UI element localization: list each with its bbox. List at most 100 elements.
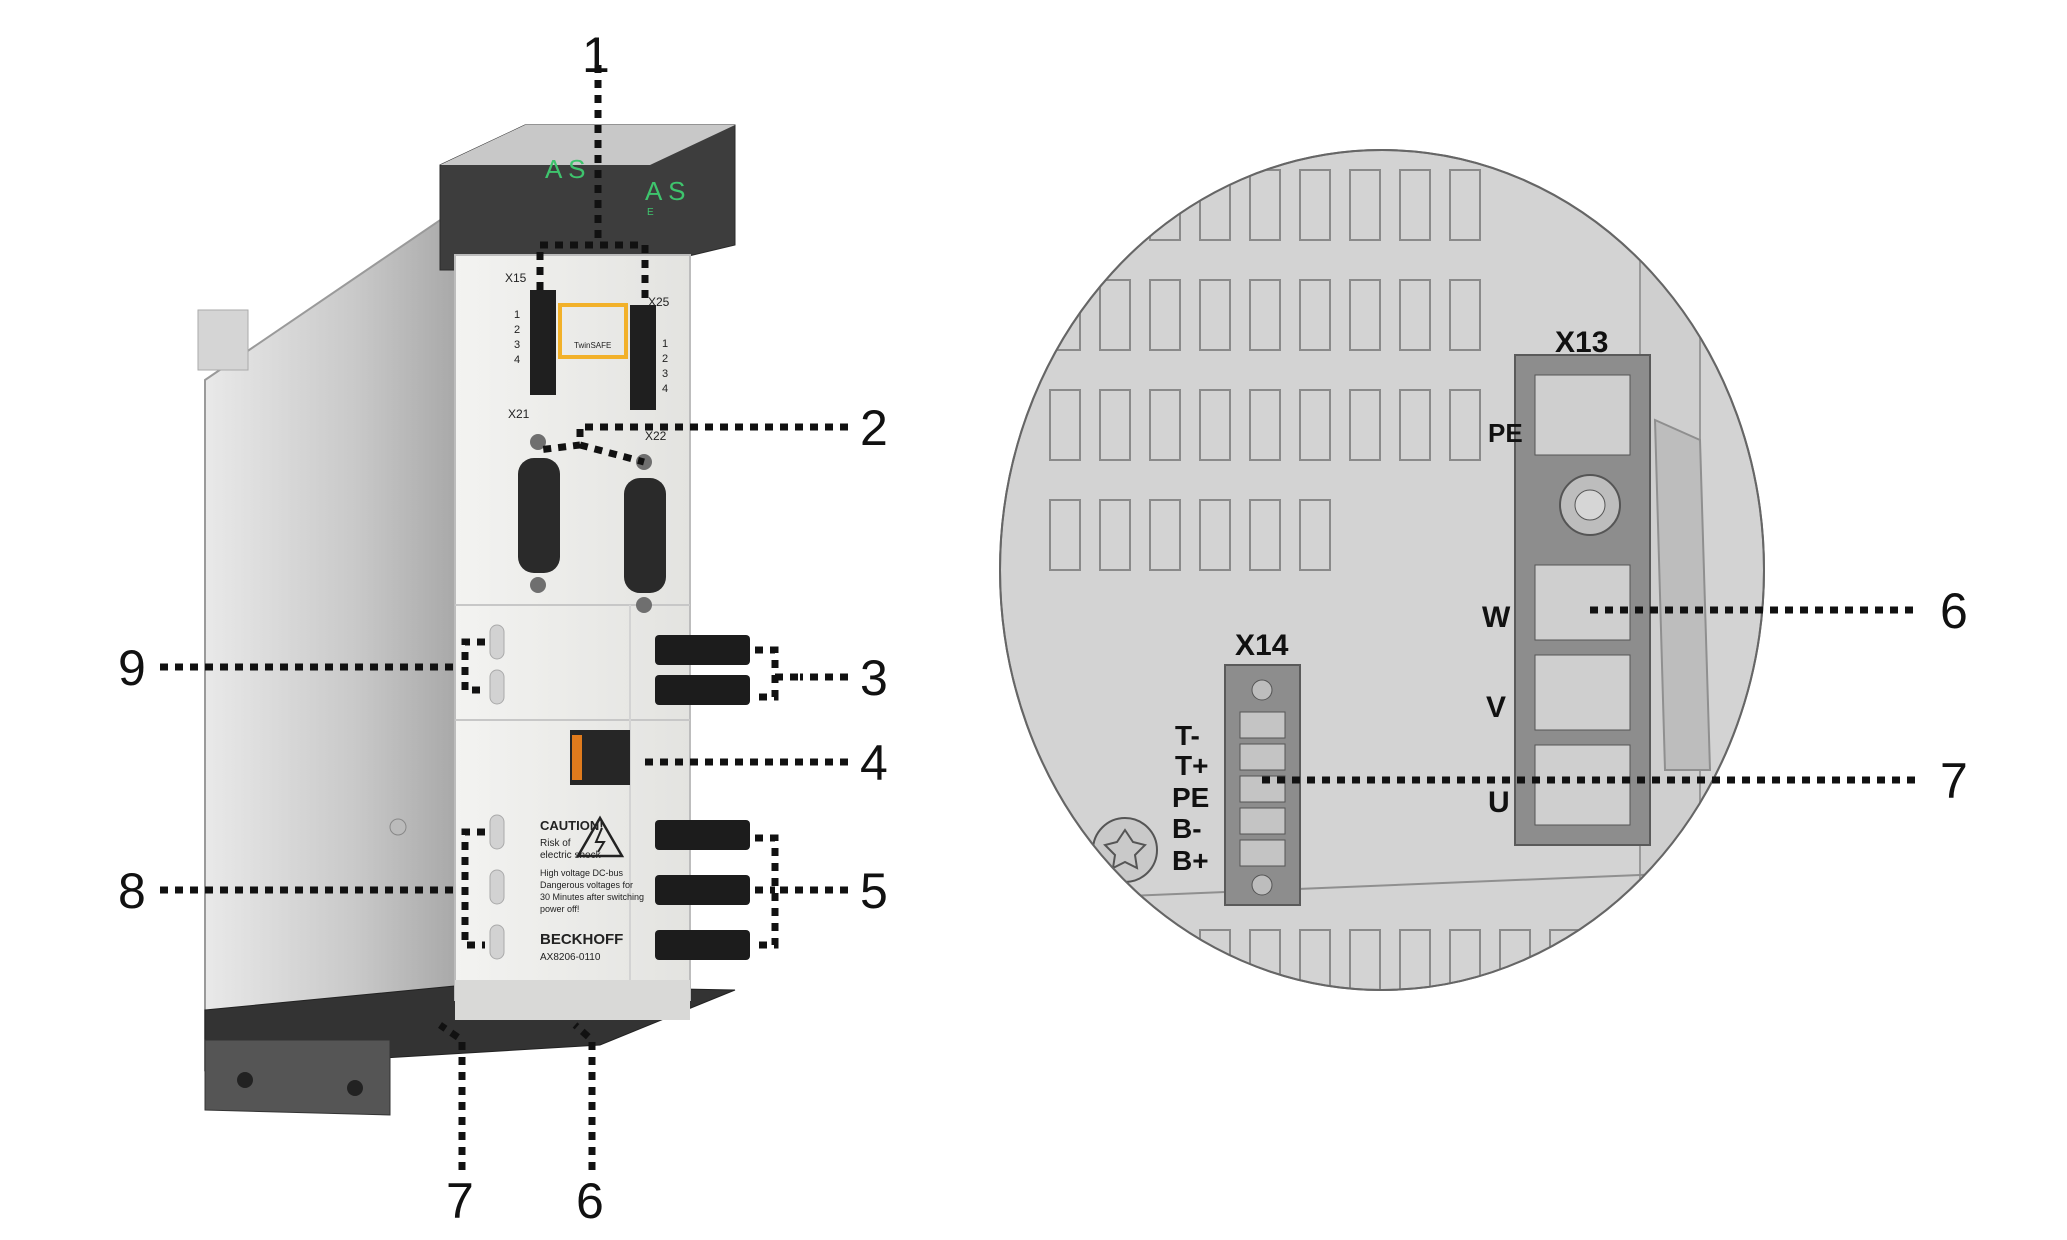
leader-5-bracket xyxy=(755,834,779,949)
warning-hv-3: 30 Minutes after switching xyxy=(540,892,644,902)
callout-5: 5 xyxy=(860,863,888,919)
x14-screw-top xyxy=(1251,679,1273,701)
x13-pin-v: V xyxy=(1486,691,1506,724)
twinsafe-label: TwinSAFE xyxy=(574,341,611,350)
terminal-5-a xyxy=(655,820,750,850)
x25-connector xyxy=(630,305,656,410)
x14-pin-pe: PE xyxy=(1172,782,1209,813)
x14-pin-tminus: T- xyxy=(1175,720,1200,751)
x13-slot-v xyxy=(1534,654,1631,731)
callout-8: 8 xyxy=(118,863,146,919)
x22-screw xyxy=(636,597,652,613)
x15-pin-1: 1 xyxy=(514,309,520,321)
connector-4-latch xyxy=(572,735,582,780)
mount-hole xyxy=(347,1080,363,1096)
x22-dsub xyxy=(624,478,666,593)
side-screw xyxy=(389,818,407,836)
warning-hv-2: Dangerous voltages for xyxy=(540,880,633,890)
x15-pin-2: 2 xyxy=(514,324,520,336)
led-slot xyxy=(489,869,505,905)
x14-pin-bplus: B+ xyxy=(1172,845,1209,876)
x15-pin-4: 4 xyxy=(514,354,520,366)
led-slot xyxy=(489,624,505,660)
left-leader-lines xyxy=(160,65,848,1170)
detail-circle-border xyxy=(999,149,1765,991)
x14-pin-slot xyxy=(1239,839,1286,867)
cooling-fin-top xyxy=(197,309,249,371)
x25-pin-1: 1 xyxy=(662,338,668,350)
x25-pin-3: 3 xyxy=(662,368,668,380)
x15-pin-3: 3 xyxy=(514,339,520,351)
led-slot xyxy=(489,814,505,850)
callout-2: 2 xyxy=(860,400,888,456)
x14-pin-bminus: B- xyxy=(1172,813,1202,844)
x14-pin-tplus: T+ xyxy=(1175,750,1208,781)
x13-slot-pe xyxy=(1534,374,1631,456)
callout-4: 4 xyxy=(860,735,888,791)
terminal-3-upper xyxy=(655,635,750,665)
leader-9-bracket xyxy=(461,638,485,694)
x25-pin-2: 2 xyxy=(662,353,668,365)
leader-3-bracket xyxy=(755,646,779,701)
warning-hv-1: High voltage DC-bus xyxy=(540,868,624,878)
housing-step xyxy=(1653,418,1712,771)
x14-pin-slot xyxy=(1239,743,1286,771)
leader-1-bracket xyxy=(536,241,649,305)
callout-6-detail: 6 xyxy=(1940,583,1968,639)
x14-pin-slot xyxy=(1239,807,1286,835)
twinsafe-frame xyxy=(558,303,628,359)
left-callout-numbers: 1 2 3 4 5 9 8 7 6 xyxy=(118,27,888,1229)
x21-screw xyxy=(530,577,546,593)
x22-label: X22 xyxy=(645,429,667,443)
right-callout-numbers: 6 7 xyxy=(1940,583,1968,809)
display-top-cap xyxy=(440,125,735,165)
leader-8-bracket xyxy=(461,828,485,949)
x21-label: X21 xyxy=(508,407,530,421)
display-left-text: A S xyxy=(545,154,585,184)
leader-2b xyxy=(579,441,645,466)
warning-triangle-icon xyxy=(575,815,625,858)
mounting-bracket xyxy=(204,1039,391,1116)
x13-pin-u: U xyxy=(1488,786,1510,819)
lower-block xyxy=(455,980,690,1020)
detail-view: X13 PE W V U X14 T- T+ PE B- B+ xyxy=(999,149,1765,991)
torx-icon xyxy=(1103,828,1147,870)
x13-pin-pe: PE xyxy=(1488,418,1523,448)
x14-screw-bottom xyxy=(1251,874,1273,896)
x21-dsub xyxy=(518,458,560,573)
warning-hv-4: power off! xyxy=(540,904,579,914)
ground-screw xyxy=(1092,817,1158,883)
x13-label: X13 xyxy=(1555,326,1608,359)
terminal-5-c xyxy=(655,930,750,960)
device-illustration: A S A S E X15 X25 1 2 3 4 1 2 3 4 TwinSA… xyxy=(197,124,750,1116)
x13-slot-w xyxy=(1534,564,1631,641)
callout-1: 1 xyxy=(582,27,610,83)
terminal-3-lower xyxy=(655,675,750,705)
brand-logo: BECKHOFF xyxy=(540,931,623,948)
warning-risk-1: Risk of xyxy=(540,838,571,849)
x21-screw xyxy=(530,434,546,450)
x14-pin-slot xyxy=(1239,711,1286,739)
x14-label: X14 xyxy=(1235,629,1289,662)
callout-3: 3 xyxy=(860,650,888,706)
warning-risk-2: electric shock xyxy=(540,850,602,861)
x15-label: X15 xyxy=(505,271,527,285)
led-slot xyxy=(489,924,505,960)
x13-slot-u xyxy=(1534,744,1631,826)
callout-9: 9 xyxy=(118,640,146,696)
lightning-icon xyxy=(594,827,606,853)
model-number: AX8206-0110 xyxy=(540,952,601,963)
callout-7-detail: 7 xyxy=(1940,753,1968,809)
warning-caution: CAUTION! xyxy=(540,818,604,833)
led-slot xyxy=(489,669,505,705)
leader-2 xyxy=(537,423,848,454)
mount-hole xyxy=(237,1072,253,1088)
callout-6: 6 xyxy=(576,1173,604,1229)
right-leader-lines xyxy=(1262,606,1920,784)
housing-base xyxy=(1029,869,1761,901)
x25-pin-4: 4 xyxy=(662,383,668,395)
callout-7: 7 xyxy=(446,1173,474,1229)
x15-connector xyxy=(530,290,556,395)
display-sub-text: E xyxy=(647,207,654,218)
